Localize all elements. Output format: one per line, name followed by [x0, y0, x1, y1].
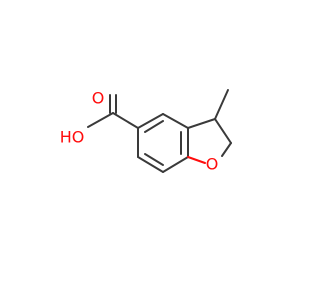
bond-c7-c6 [137, 156, 164, 173]
bond-c7a-c7 [162, 156, 189, 173]
bond-c3-c2 [214, 118, 232, 144]
dihydrofuran-ring [187, 118, 232, 164]
bond-c3-methyl [214, 89, 229, 120]
bond-o1-c7a [187, 156, 206, 164]
hydroxyl-label: HO [60, 128, 85, 147]
double-bond-inner-1 [144, 120, 164, 133]
benzene-ring [137, 113, 189, 173]
bond-c-oh [87, 112, 114, 128]
bond-c5-c3a [162, 113, 189, 129]
bond-c4-ccarboxyl [112, 112, 139, 129]
carboxylic-acid-group [87, 94, 139, 129]
double-bond-inner-3 [144, 153, 164, 166]
bond-c4-c5 [137, 113, 164, 129]
ring-oxygen-label: O [206, 155, 219, 174]
bond-c3a-c3 [187, 118, 216, 129]
structure-diagram: O HO O [60, 89, 232, 174]
carbonyl-oxygen-label: O [92, 89, 105, 108]
bond-c2-o1 [221, 142, 232, 157]
